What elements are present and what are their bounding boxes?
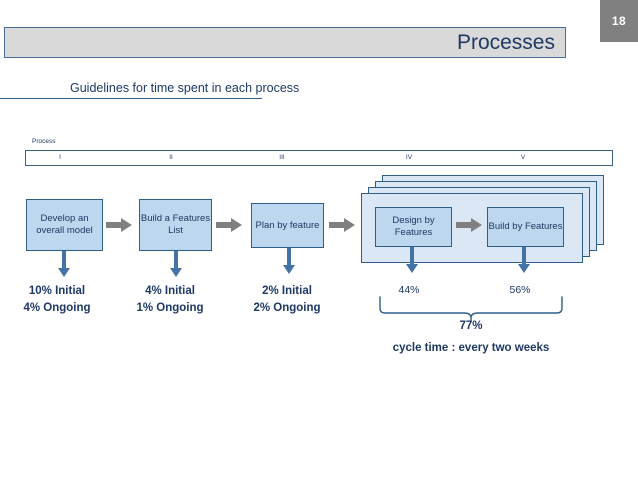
subtitle-divider: [0, 98, 262, 99]
step-box-build-by-features[interactable]: Build by Features: [487, 207, 564, 247]
metric-initial: 4% Initial: [145, 285, 195, 297]
down-arrow-5-icon: [518, 247, 530, 273]
metric-initial: 2% Initial: [262, 285, 312, 297]
process-tick-1: I: [59, 154, 61, 161]
down-arrow-1-icon: [58, 251, 70, 277]
process-axis-bar: [25, 150, 613, 166]
step-box-build-features-list[interactable]: Build a Features List: [139, 199, 212, 251]
step-label: Build a Features List: [140, 213, 211, 236]
slide-subtitle: Guidelines for time spent in each proces…: [70, 81, 300, 95]
flow-arrow-4-icon: [456, 218, 482, 232]
process-tick-2: II: [169, 154, 173, 161]
down-arrow-2-icon: [170, 251, 182, 277]
step-label: Plan by feature: [255, 219, 320, 231]
slide-number-text: 18: [611, 14, 627, 28]
flow-arrow-1-icon: [106, 218, 132, 232]
step-label: Develop an overall model: [36, 213, 93, 236]
summary-total-percent: 77%: [459, 320, 483, 332]
metric-build-list: 4% Initial 1% Ongoing: [136, 283, 203, 316]
metric-ongoing: 4% Ongoing: [23, 301, 91, 314]
metric-ongoing: 1% Ongoing: [136, 301, 204, 314]
metric-ongoing: 2% Ongoing: [253, 301, 321, 314]
process-tick-5: V: [520, 154, 526, 161]
page-title: Processes: [456, 31, 555, 54]
metric-build: 56%: [509, 284, 531, 296]
process-tick-3: III: [279, 154, 285, 161]
step-label: Design by Features: [392, 215, 435, 238]
step-box-design-by-features[interactable]: Design by Features: [375, 207, 452, 247]
step-label: Build by Features: [488, 221, 563, 233]
metric-develop: 10% Initial 4% Ongoing: [23, 283, 90, 316]
slide-title-bar: Processes: [4, 27, 566, 58]
step-box-plan-by-feature[interactable]: Plan by feature: [251, 203, 324, 248]
flow-arrow-2-icon: [216, 218, 242, 232]
metric-plan: 2% Initial 2% Ongoing: [253, 283, 320, 316]
process-axis-label: Process: [32, 138, 56, 145]
down-arrow-3-icon: [283, 248, 295, 274]
slide-number-badge: 18: [600, 0, 638, 42]
summary-brace-icon: [378, 296, 564, 322]
summary-cycle-time: cycle time : every two weeks: [392, 342, 550, 354]
step-box-develop-overall-model[interactable]: Develop an overall model: [26, 199, 103, 251]
process-tick-4: IV: [405, 154, 413, 161]
flow-arrow-3-icon: [329, 218, 355, 232]
down-arrow-4-icon: [406, 247, 418, 273]
metric-initial: 10% Initial: [28, 285, 86, 297]
metric-design: 44%: [398, 284, 420, 296]
